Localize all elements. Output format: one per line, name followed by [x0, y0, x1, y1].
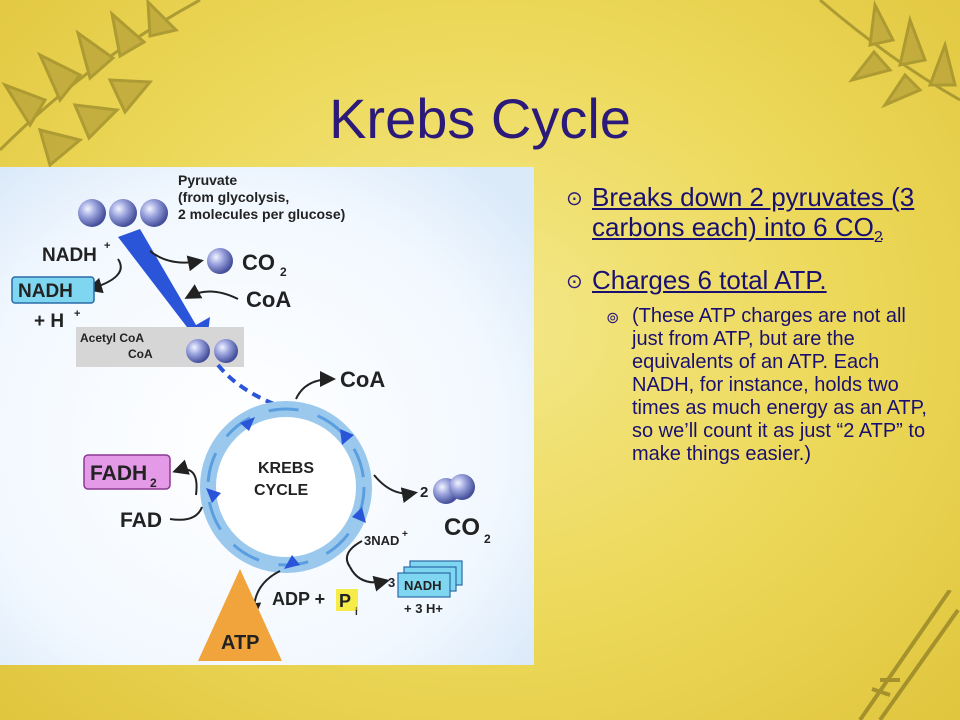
- pyruvate-to-acetyl-arrow: [118, 229, 210, 349]
- co2-top-label: CO: [242, 250, 275, 275]
- nadh-plus-label: NADH: [42, 245, 97, 266]
- cycle-label: CYCLE: [254, 482, 309, 499]
- nadh-count-label: 3: [388, 575, 395, 590]
- coa-cycle-label: CoA: [340, 367, 385, 392]
- svg-text:2: 2: [280, 265, 287, 279]
- bullet-item: ⊙ Breaks down 2 pyruvates (3 carbons eac…: [566, 182, 936, 253]
- svg-text:i: i: [355, 607, 358, 618]
- svg-text:+: +: [74, 308, 80, 320]
- svg-text:2: 2: [150, 476, 157, 490]
- pyruvate-molecule: [78, 199, 168, 227]
- pyruvate-count-label: 2 molecules per glucose): [178, 206, 345, 222]
- acetyl-coa-label: Acetyl CoA: [80, 331, 144, 345]
- adp-label: ADP +: [272, 589, 325, 609]
- krebs-cycle-diagram: Pyruvate (from glycolysis, 2 molecules p…: [0, 167, 534, 665]
- nadh-box-label: NADH: [18, 281, 73, 302]
- slide-title: Krebs Cycle: [329, 87, 631, 150]
- bullet-subscript-1: 2: [873, 229, 883, 247]
- hydrogen-ion-label: + H: [34, 311, 64, 332]
- fadh2-label: FADH: [90, 462, 147, 485]
- sub-bullet-text: (These ATP charges are not all just from…: [632, 305, 927, 466]
- co2-right-label: CO: [444, 514, 480, 541]
- atp-triangle: [198, 569, 282, 661]
- coa-top-label: CoA: [246, 287, 291, 312]
- bullet-text-1: Breaks down 2 pyruvates (3 carbons each)…: [592, 182, 915, 242]
- co2-count-label: 2: [420, 484, 428, 501]
- bamboo-stalk-bottom-right-decoration: [858, 590, 960, 720]
- atp-label: ATP: [221, 632, 260, 654]
- acetyl-coa-sub-label: CoA: [128, 347, 153, 361]
- bullet-text-2: Charges 6 total ATP.: [592, 265, 827, 296]
- sub-bullet-marker-icon: ⊚: [606, 310, 620, 328]
- fadh2-box: [83, 454, 171, 490]
- nadh-stack-label: NADH: [404, 578, 442, 593]
- co2-molecule-top: [207, 248, 233, 274]
- svg-text:2: 2: [484, 532, 491, 546]
- pyruvate-source-label: (from glycolysis,: [178, 189, 289, 205]
- pyruvate-label: Pyruvate: [178, 172, 237, 188]
- bullet-item: ⊙ Charges 6 total ATP.: [566, 265, 936, 295]
- bullet-marker-icon: ⊙: [566, 188, 583, 210]
- bullet-list: ⊙ Breaks down 2 pyruvates (3 carbons eac…: [566, 182, 936, 466]
- phosphate-box: [336, 589, 358, 611]
- fad-label: FAD: [120, 509, 162, 532]
- krebs-label: KREBS: [258, 460, 314, 477]
- svg-text:+: +: [402, 529, 408, 540]
- three-h-label: + 3 H+: [404, 601, 443, 616]
- nadh-box: [11, 276, 95, 304]
- bullet-marker-icon: ⊙: [566, 271, 583, 294]
- nad-label: 3NAD: [364, 533, 399, 548]
- phosphate-label: P: [339, 591, 351, 611]
- svg-text:+: +: [104, 240, 110, 252]
- nadh-stack: [397, 572, 451, 598]
- sub-bullet-item: ⊚ (These ATP charges are not all just fr…: [606, 305, 936, 466]
